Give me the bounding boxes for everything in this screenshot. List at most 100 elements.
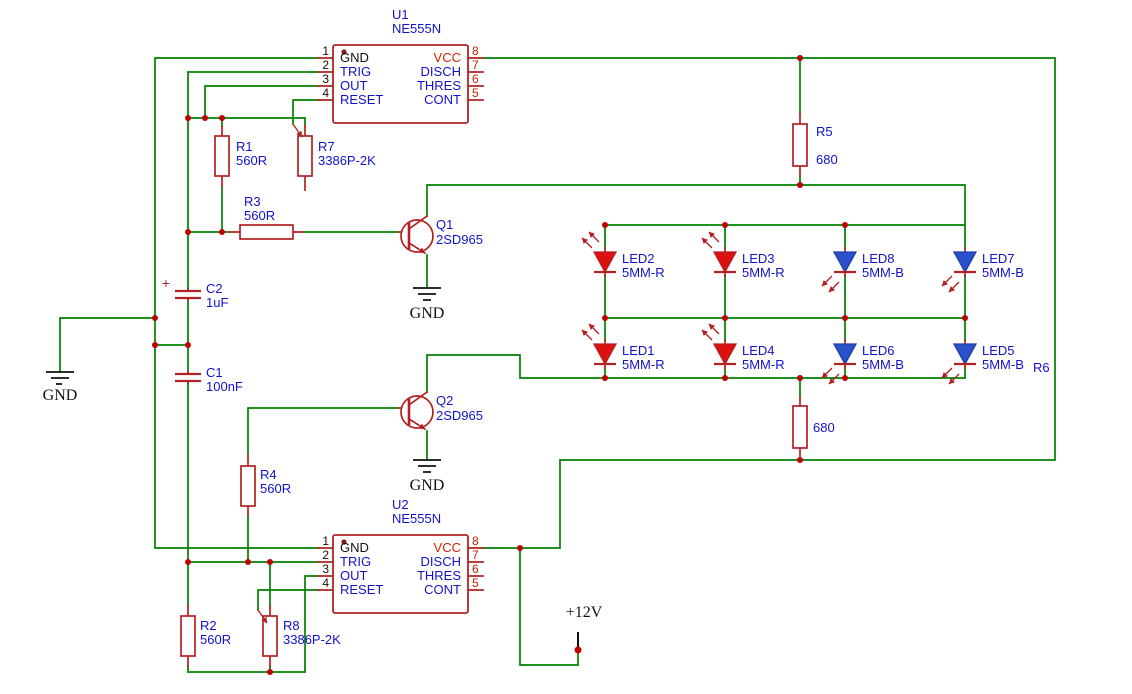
value-label: 680 [813, 420, 835, 435]
ic-u2[interactable]: U2 NE555N 1 2 3 4 GND TRIG OUT RESET 8 7… [317, 497, 484, 614]
pin-number: 5 [472, 576, 479, 590]
pin-number: 1 [322, 534, 329, 548]
emission-arrow-icon [821, 275, 833, 287]
capacitor-c1[interactable]: C1 100nF [175, 365, 243, 394]
gnd-symbol-left[interactable]: GND [43, 371, 78, 404]
transistor-q2[interactable]: Q2 2SD965 [397, 390, 483, 431]
value-label: 680 [816, 152, 838, 167]
part-label: 2SD965 [436, 408, 483, 423]
gnd-symbol-q1[interactable]: GND [410, 287, 445, 322]
led-triangle [832, 343, 858, 366]
ref-label: R7 [318, 139, 335, 154]
ref-label: Q2 [436, 393, 453, 408]
ref-label: LED3 [742, 251, 775, 266]
emission-arrow-icon [581, 329, 593, 341]
resistor-body [262, 615, 278, 657]
led-led6[interactable]: LED6 5MM-B [821, 339, 904, 385]
emission-arrow-icon [701, 237, 713, 249]
ref-label: Q1 [436, 217, 453, 232]
emission-arrow-icon [708, 231, 720, 243]
gnd-symbol-q2[interactable]: GND [410, 459, 445, 494]
pin1-marker [341, 49, 347, 55]
emission-arrow-icon [581, 237, 593, 249]
resistor-r7-trimmer[interactable]: R7 3386P-2K [292, 123, 376, 191]
emission-arrow-icon [588, 231, 600, 243]
ref-label: U2 [392, 497, 409, 512]
led-led5[interactable]: LED5 5MM-B [941, 339, 1024, 385]
resistor-r5[interactable]: R5 680 [792, 113, 838, 177]
pin1-marker [341, 539, 347, 545]
emission-arrow-icon [948, 373, 960, 385]
pin-number: 1 [322, 44, 329, 58]
ref-label: LED5 [982, 343, 1015, 358]
capacitor-c2[interactable]: + C2 1uF [162, 275, 229, 310]
gnd-bars-icon [413, 287, 441, 301]
type-label: 5MM-R [742, 357, 785, 372]
pin-name: RESET [340, 92, 383, 107]
resistor-r3[interactable]: R3 560R [229, 194, 304, 240]
ref-label: LED7 [982, 251, 1015, 266]
pin-number: 8 [472, 534, 479, 548]
ref-label: LED8 [862, 251, 895, 266]
resistor-body [214, 135, 230, 177]
pin-number: 6 [472, 72, 479, 86]
ref-label: R5 [816, 124, 833, 139]
led-triangle [952, 343, 978, 366]
led-triangle [592, 343, 618, 366]
capacitor-plates [175, 372, 201, 383]
pin-number: 7 [472, 58, 479, 72]
part-label: NE555N [392, 511, 441, 526]
ref-label: R1 [236, 139, 253, 154]
value-label: 100nF [206, 379, 243, 394]
collector [407, 214, 429, 231]
pin-name: VCC [434, 50, 461, 65]
resistor-r8-trimmer[interactable]: R8 3386P-2K [257, 605, 341, 667]
pin-name: THRES [417, 568, 461, 583]
value-label: 560R [260, 481, 291, 496]
pin-name: GND [340, 540, 369, 555]
ic-body [332, 44, 469, 124]
led-led1[interactable]: LED1 5MM-R [581, 323, 665, 372]
polarity-plus: + [162, 275, 170, 291]
net-label: +12V [566, 604, 603, 621]
type-label: 5MM-B [862, 357, 904, 372]
emitter [407, 417, 427, 431]
pin-name: TRIG [340, 64, 371, 79]
ref-label: LED6 [862, 343, 895, 358]
gnd-bars-icon [413, 459, 441, 473]
value-label: 560R [236, 153, 267, 168]
type-label: 5MM-B [862, 265, 904, 280]
led-led2[interactable]: LED2 5MM-R [581, 231, 665, 280]
ref-label: R4 [260, 467, 277, 482]
ref-label: R6 [1033, 360, 1050, 375]
capacitor-plates [175, 289, 201, 300]
power-flag-12v[interactable]: +12V [566, 604, 603, 654]
led-triangle [712, 343, 738, 366]
net-label: GND [43, 387, 78, 404]
resistor-r2[interactable]: R2 560R [180, 605, 231, 667]
value-label: 560R [244, 208, 275, 223]
led-led4[interactable]: LED4 5MM-R [701, 323, 785, 372]
emission-arrow-icon [941, 367, 953, 379]
led-led3[interactable]: LED3 5MM-R [701, 231, 785, 280]
led-led8[interactable]: LED8 5MM-B [821, 247, 904, 293]
pin-number: 4 [322, 86, 329, 100]
type-label: 5MM-R [742, 265, 785, 280]
resistor-r4[interactable]: R4 560R [240, 455, 291, 517]
pin-name: OUT [340, 568, 368, 583]
pin-name: THRES [417, 78, 461, 93]
net-label: GND [410, 305, 445, 322]
resistor-r6[interactable]: 680 R6 [792, 360, 1050, 459]
resistor-r1[interactable]: R1 560R [214, 125, 267, 187]
led-led7[interactable]: LED7 5MM-B [941, 247, 1024, 293]
pin-name: DISCH [421, 554, 461, 569]
ref-label: R8 [283, 618, 300, 633]
wiper-arrow-icon [292, 123, 303, 138]
pin-number: 8 [472, 44, 479, 58]
emission-arrow-icon [821, 367, 833, 379]
pin-number: 2 [322, 548, 329, 562]
ic-u1[interactable]: U1 NE555N 1 2 3 4 GND TRIG OUT RESET 8 7… [317, 7, 484, 124]
resistor-body [239, 224, 294, 240]
transistor-q1[interactable]: Q1 2SD965 [397, 214, 483, 255]
pin-number: 3 [322, 562, 329, 576]
